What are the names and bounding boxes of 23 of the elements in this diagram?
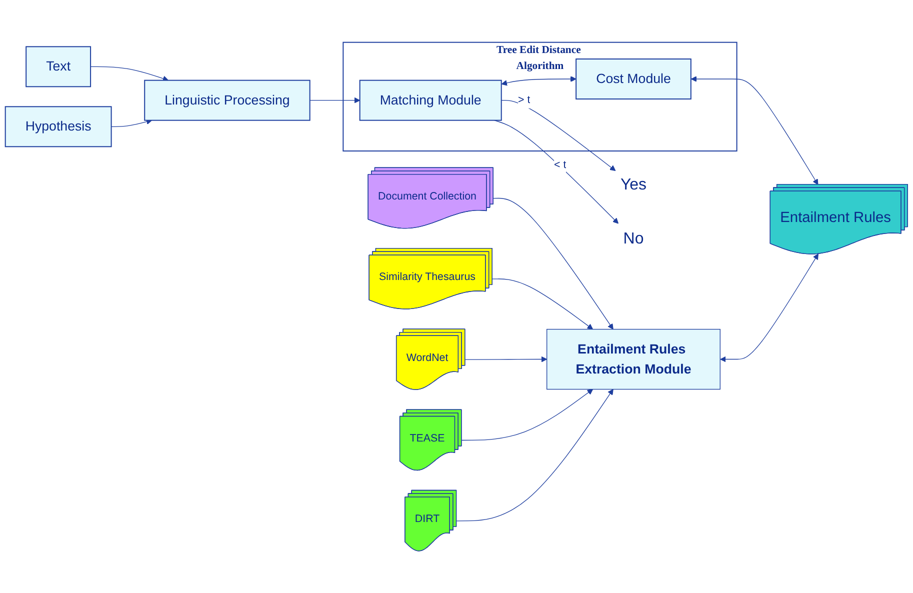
node-text: No xyxy=(623,229,644,248)
node-text: Yes xyxy=(620,175,647,194)
node-box: Matching Module xyxy=(359,80,502,121)
edge-label: < t xyxy=(554,159,566,171)
node-box: Entailment Rules Extraction Module xyxy=(546,328,720,390)
node-box: Text xyxy=(26,46,92,88)
arrow xyxy=(461,388,594,440)
node-box: Linguistic Processing xyxy=(144,80,310,121)
arrow xyxy=(494,120,619,224)
node-box: Hypothesis xyxy=(4,106,112,148)
arrow xyxy=(720,254,818,362)
arrow xyxy=(310,97,360,104)
arrow xyxy=(90,66,169,82)
arrow xyxy=(110,118,152,127)
arrow xyxy=(690,76,818,185)
arrow xyxy=(456,388,614,522)
arrow xyxy=(501,76,576,86)
arrow xyxy=(464,356,548,362)
arrow xyxy=(492,278,594,330)
node-box: Cost Module xyxy=(576,58,692,100)
arrow xyxy=(493,198,614,330)
edge-label: > t xyxy=(518,94,530,106)
arrow xyxy=(501,100,616,171)
